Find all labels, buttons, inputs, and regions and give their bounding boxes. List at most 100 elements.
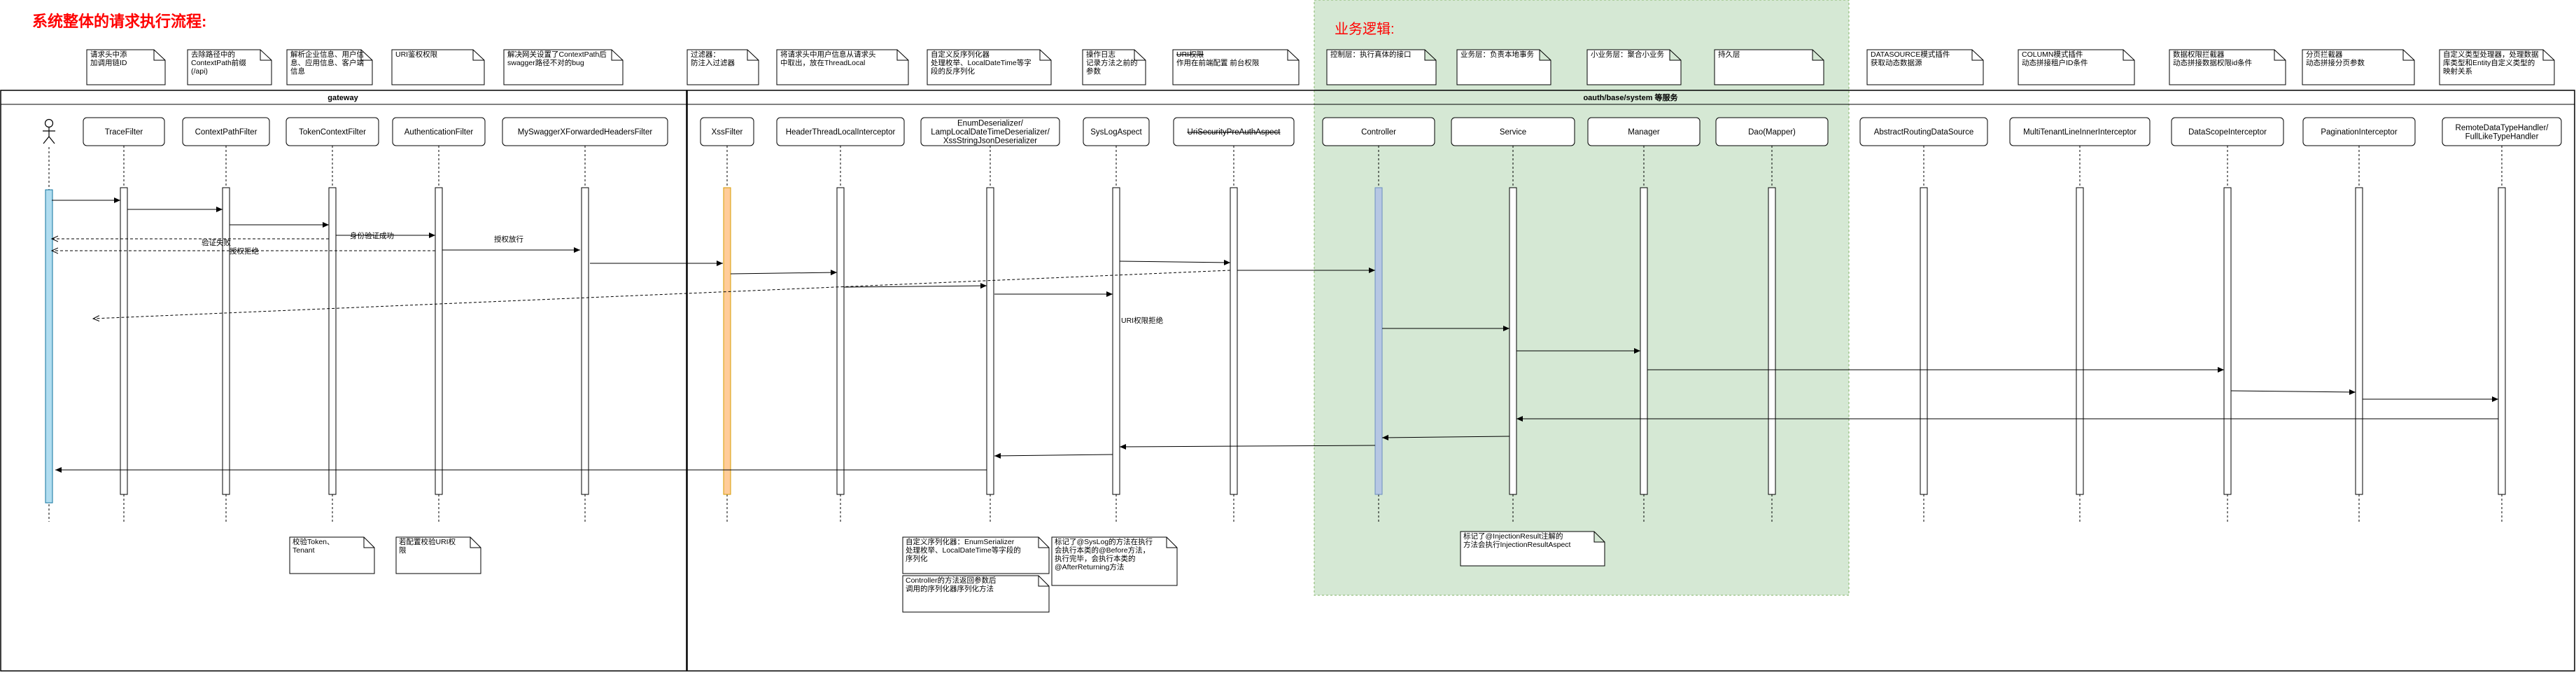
note-text-multitenant: COLUMN模式插件动态拼接租户ID条件 xyxy=(2022,50,2088,67)
note-text-datascope: 数据权限拦截器动态拼接数据权限id条件 xyxy=(2173,50,2252,67)
participant-label-syslog: SysLogAspect xyxy=(1090,128,1142,137)
participant-pagination: PaginationInterceptor xyxy=(2302,117,2416,522)
activation-token xyxy=(328,187,337,495)
label-auth-ok: 身份验证成功 xyxy=(350,231,394,240)
participant-label-service: Service xyxy=(1500,128,1526,137)
msg-uri-deny xyxy=(93,270,1231,319)
participant-box-datascope xyxy=(2171,117,2284,146)
participant-label-remote: RemoteDataTypeHandler/FullLikeTypeHandle… xyxy=(2456,124,2549,141)
participant-label-auth: AuthenticationFilter xyxy=(404,128,474,137)
activation-trace xyxy=(120,187,128,495)
note-token: 解析企业信息、用户信息、应用信息、客户端信息 xyxy=(286,49,373,85)
note-text-controller: 控制层：执行真体的接口 xyxy=(1330,50,1412,59)
participant-label-trace: TraceFilter xyxy=(105,128,143,137)
participant-label-routing: AbstractRoutingDataSource xyxy=(1874,128,1974,137)
activation-actor xyxy=(45,189,53,504)
participant-label-manager: Manager xyxy=(1628,128,1660,137)
note-header: 将请求头中用户信息从请求头中取出，放在ThreadLocal xyxy=(776,49,909,85)
participant-label-xss: XssFilter xyxy=(712,128,743,137)
note-syslog: 操作日志记录方法之前的参数 xyxy=(1082,49,1146,85)
participant-trace: TraceFilter xyxy=(83,117,165,522)
note-text-auth: URI鉴权权限 xyxy=(395,50,438,59)
label-uri-deny: URI权限拒绝 xyxy=(1121,316,1164,325)
business-logic-region xyxy=(1314,0,1850,596)
note-text-syslog_note: 标记了@SysLog的方法在执行会执行本类的@Before方法，执行完毕，会执行… xyxy=(1055,537,1153,571)
participant-box-pagination xyxy=(2302,117,2416,146)
note-enum: 自定义反序列化器处理枚举、LocalDateTime等字段的反序列化 xyxy=(927,49,1052,85)
participant-label-pagination: PaginationInterceptor xyxy=(2321,128,2397,137)
participant-label-enum: EnumDeserializer/LampLocalDateTimeDeseri… xyxy=(931,120,1050,146)
participant-box-ctxpath xyxy=(182,117,270,146)
participant-label-uri: UriSecurityPreAuthAspect xyxy=(1188,128,1281,137)
participant-controller: Controller xyxy=(1322,117,1435,522)
msg-syslog-uri-real13 xyxy=(1120,260,1230,261)
msg-syslog-uri-real11 xyxy=(1120,259,1230,260)
msg-datascope-pagination xyxy=(2230,389,2356,395)
participant-box-dao xyxy=(1715,117,1829,146)
note-text-enum_note2: Controller的方法返回参数后调用的序列化器序列化方法 xyxy=(906,576,997,593)
note-text-header: 将请求头中用户信息从请求头中取出，放在ThreadLocal xyxy=(780,50,876,67)
activation-enum xyxy=(986,187,994,495)
participant-label-multitenant: MultiTenantLineInnerInterceptor xyxy=(2023,128,2137,137)
participant-swagger: MySwaggerXForwardedHeadersFilter xyxy=(502,117,668,522)
note-routing: DATASOURCE模式插件获取动态数据源 xyxy=(1866,49,1984,85)
participant-token: TokenContextFilter xyxy=(286,117,379,522)
note-text-dao: 持久层 xyxy=(1718,50,1740,59)
participant-label-dao: Dao(Mapper) xyxy=(1748,128,1796,137)
note-text-auth_note: 若配置校验URI权限 xyxy=(399,537,456,555)
service-frame xyxy=(687,90,2575,672)
actor-icon xyxy=(43,118,55,144)
note-text-syslog: 操作日志记录方法之前的参数 xyxy=(1086,50,1138,76)
note-auth-bottom: 若配置校验URI权限 xyxy=(395,536,481,574)
participant-actor xyxy=(45,147,53,522)
participant-syslog: SysLogAspect xyxy=(1083,117,1150,522)
participant-box-manager xyxy=(1587,117,1701,146)
message-labels: 身份验证成功 验证失败 授权放行 授权拒绝 URI权限拒绝 xyxy=(202,231,1164,325)
note-controller: 控制层：执行真体的接口 xyxy=(1326,49,1437,85)
participant-box-auth xyxy=(392,117,486,146)
note-token-bottom: 校验Token、Tenant xyxy=(289,536,375,574)
participant-box-trace xyxy=(83,117,165,146)
participant-label-ctxpath: ContextPathFilter xyxy=(195,128,258,137)
note-dao: 持久层 xyxy=(1714,49,1824,85)
activation-routing xyxy=(1920,187,1928,495)
gateway-frame xyxy=(0,90,687,672)
note-text-token_note: 校验Token、Tenant xyxy=(293,537,335,555)
note-trace: 请求头中添加调用链ID xyxy=(86,49,166,85)
participant-uri: UriSecurityPreAuthAspect xyxy=(1173,117,1295,522)
participant-label-token: TokenContextFilter xyxy=(299,128,366,137)
activation-dao xyxy=(1768,187,1776,495)
note-xss: 过滤器：防注入过滤器 xyxy=(687,49,759,85)
activation-ctxpath xyxy=(222,187,230,495)
participant-box-remote xyxy=(2442,117,2562,146)
msg-syslog-enum xyxy=(994,452,1113,459)
note-service: 业务层：负责本地事务 xyxy=(1456,49,1551,85)
activation-header xyxy=(836,187,845,495)
activation-manager xyxy=(1640,187,1648,495)
note-text-remote: 自定义类型处理器，处理数据库类型和Entity自定义类型的映射关系 xyxy=(2443,50,2539,76)
participant-enum: EnumDeserializer/LampLocalDateTimeDeseri… xyxy=(920,117,1060,522)
note-text-xss: 过滤器：防注入过滤器 xyxy=(691,50,735,67)
activation-auth xyxy=(435,187,443,495)
activation-pagination xyxy=(2355,187,2363,495)
msg-header-enum xyxy=(843,283,987,289)
msg-service-controller xyxy=(1381,434,1510,440)
activation-swagger xyxy=(581,187,589,495)
note-syslog-bottom: 标记了@SysLog的方法在执行会执行本类的@Before方法，执行完毕，会执行… xyxy=(1051,536,1178,586)
participant-box-token xyxy=(286,117,379,146)
participant-manager: Manager xyxy=(1587,117,1701,522)
participant-box-enum xyxy=(920,117,1060,146)
participant-dao: Dao(Mapper) xyxy=(1715,117,1829,522)
note-text-pagination: 分页拦截器动态拼接分页参数 xyxy=(2306,50,2365,67)
label-verify-fail: 验证失败 xyxy=(202,238,231,247)
participant-label-controller: Controller xyxy=(1361,128,1396,137)
participant-multitenant: MultiTenantLineInnerInterceptor xyxy=(2009,117,2151,522)
participant-routing: AbstractRoutingDataSource xyxy=(1859,117,1988,522)
participant-box-service xyxy=(1451,117,1575,146)
note-auth: URI鉴权权限 xyxy=(391,49,485,85)
page-title: 系统整体的请求执行流程: xyxy=(32,13,206,30)
